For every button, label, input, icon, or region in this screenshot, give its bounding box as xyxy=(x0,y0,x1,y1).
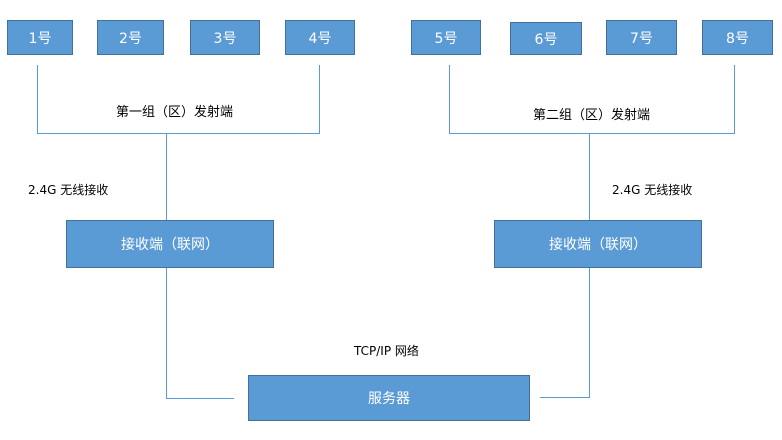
transmitter-box: 6号 xyxy=(510,22,582,55)
connector-line xyxy=(449,65,450,133)
transmitter-box: 8号 xyxy=(702,20,773,55)
connector-line xyxy=(540,397,590,398)
transmitter-box: 3号 xyxy=(190,20,260,55)
group2-label: 第二组（区）发射端 xyxy=(533,108,651,123)
transmitter-box: 7号 xyxy=(606,20,677,55)
connector-line xyxy=(319,65,320,133)
group1-label: 第一组（区）发射端 xyxy=(116,105,234,120)
connector-line xyxy=(589,133,590,220)
connector-line xyxy=(449,133,735,134)
connector-line xyxy=(37,65,38,133)
connector-line xyxy=(166,268,167,399)
server-box: 服务器 xyxy=(248,375,530,421)
network-label: TCP/IP 网络 xyxy=(354,344,419,358)
transmitter-box: 1号 xyxy=(7,20,73,55)
group1-wireless-label: 2.4G 无线接收 xyxy=(28,183,109,197)
connector-line xyxy=(166,133,167,220)
transmitter-box: 4号 xyxy=(285,20,355,55)
receiver-box: 接收端（联网） xyxy=(494,220,702,268)
connector-line xyxy=(734,65,735,133)
connector-line xyxy=(589,268,590,398)
group2-wireless-label: 2.4G 无线接收 xyxy=(612,183,693,197)
transmitter-box: 5号 xyxy=(411,20,481,55)
receiver-box: 接收端（联网） xyxy=(66,220,274,268)
connector-line xyxy=(166,398,234,399)
connector-line xyxy=(37,133,320,134)
transmitter-box: 2号 xyxy=(97,20,164,55)
